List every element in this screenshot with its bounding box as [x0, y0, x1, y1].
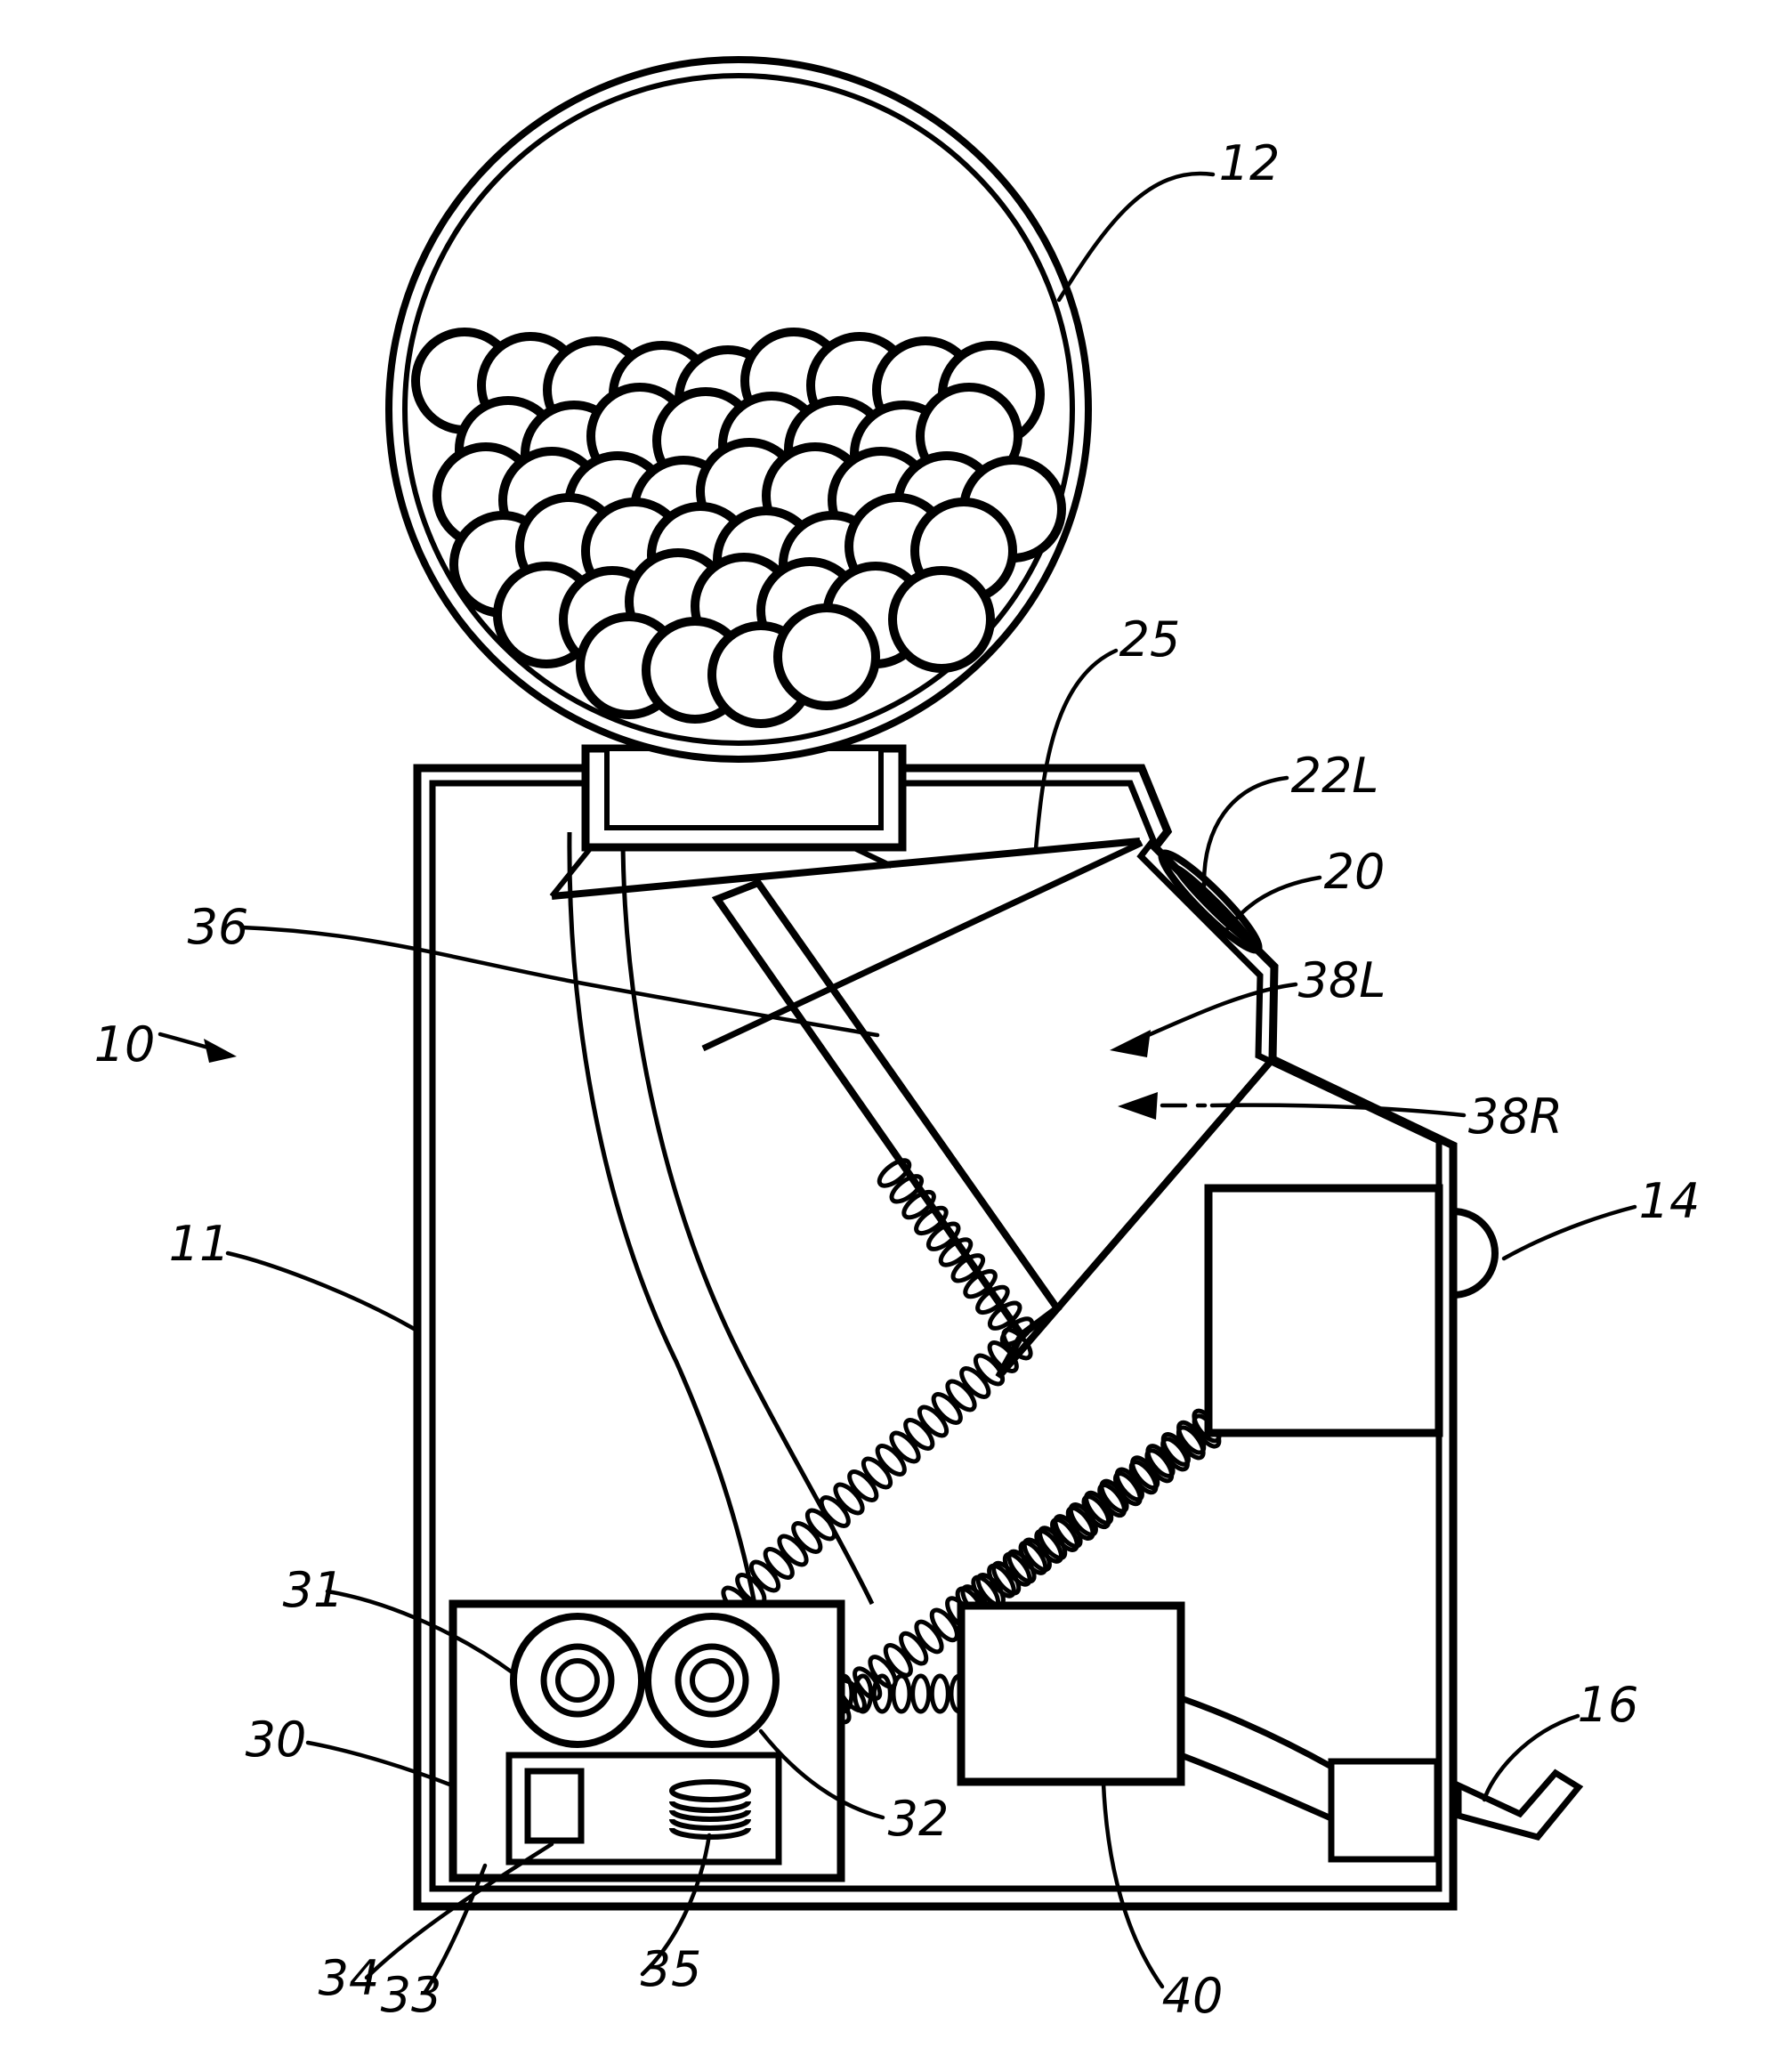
leader-40: [1101, 1781, 1165, 1989]
ref-label-10: 10: [94, 1016, 156, 1072]
hopper-inner-circle: [402, 73, 1075, 746]
wheel-32: [644, 1613, 780, 1748]
component-34: [524, 1768, 585, 1844]
ball-tube-left: [567, 831, 757, 1605]
ref-label-11: 11: [169, 1216, 230, 1272]
ref-label-32: 32: [888, 1791, 950, 1847]
arrowhead-10: [204, 1039, 237, 1063]
ref-label-30: 30: [246, 1712, 307, 1768]
arrowhead-38R: [1118, 1092, 1158, 1120]
ref-label-22L: 22L: [1291, 748, 1379, 804]
ref-label-40: 40: [1162, 1968, 1224, 2024]
hopper-globe: [385, 56, 1092, 763]
foot-16: [1455, 1768, 1584, 1841]
hopper-neck: [581, 744, 907, 852]
ref-label-25: 25: [1119, 611, 1181, 668]
ref-label-36: 36: [188, 899, 249, 955]
exit-duct-lower: [1179, 1752, 1335, 1823]
tray-front-lip: [701, 839, 1144, 1052]
ref-label-34: 34: [319, 1950, 380, 2006]
hopper-balls: [411, 328, 1066, 728]
ref-label-16: 16: [1578, 1677, 1639, 1733]
ref-label-33: 33: [381, 1967, 442, 2023]
leader-lines: [158, 171, 1637, 1995]
leader-20: [1221, 875, 1322, 936]
case-inner-wall: [429, 780, 1443, 1892]
leader-38R: [1209, 1103, 1467, 1118]
ref-label-38L: 38L: [1298, 952, 1386, 1008]
ref-label-12: 12: [1219, 135, 1281, 191]
leader-32: [758, 1728, 885, 1820]
ref-label-14: 14: [1639, 1173, 1701, 1229]
slot-22L: [1158, 849, 1263, 954]
leader-16: [1482, 1713, 1580, 1802]
arrowhead-38L: [1110, 1030, 1151, 1057]
leader-35: [640, 1833, 712, 1977]
leader-36: [239, 925, 880, 1038]
drive-assembly: [449, 1184, 1443, 1882]
leader-34: [364, 1841, 554, 1980]
exit-duct-upper: [1179, 1695, 1335, 1771]
ref-label-35: 35: [641, 1941, 702, 1997]
leader-22L: [1201, 775, 1289, 889]
reference-labels: 10 11 12 14 16 20 22L 25 30 31 32 33 34 …: [94, 135, 1701, 2024]
outlet-box: [1328, 1758, 1441, 1863]
ramp-plate: [711, 878, 1063, 1340]
springs: [721, 1158, 1222, 1725]
wheel-31: [510, 1613, 645, 1748]
tray-back-edge: [551, 838, 1141, 900]
tall-box: [1204, 1184, 1443, 1437]
ref-label-20: 20: [1324, 844, 1386, 900]
ref-label-38R: 38R: [1468, 1089, 1563, 1145]
leader-33: [423, 1863, 488, 1995]
knob-14: [1452, 1208, 1499, 1299]
leader-31: [325, 1589, 516, 1676]
ref-label-31: 31: [283, 1562, 344, 1618]
leader-14: [1501, 1204, 1637, 1261]
leader-11: [225, 1250, 418, 1332]
box-40: [957, 1601, 1185, 1786]
leader-25: [1033, 648, 1119, 852]
leader-12: [1056, 171, 1216, 303]
leader-30: [305, 1740, 455, 1788]
coil-stack-35: [669, 1779, 751, 1840]
